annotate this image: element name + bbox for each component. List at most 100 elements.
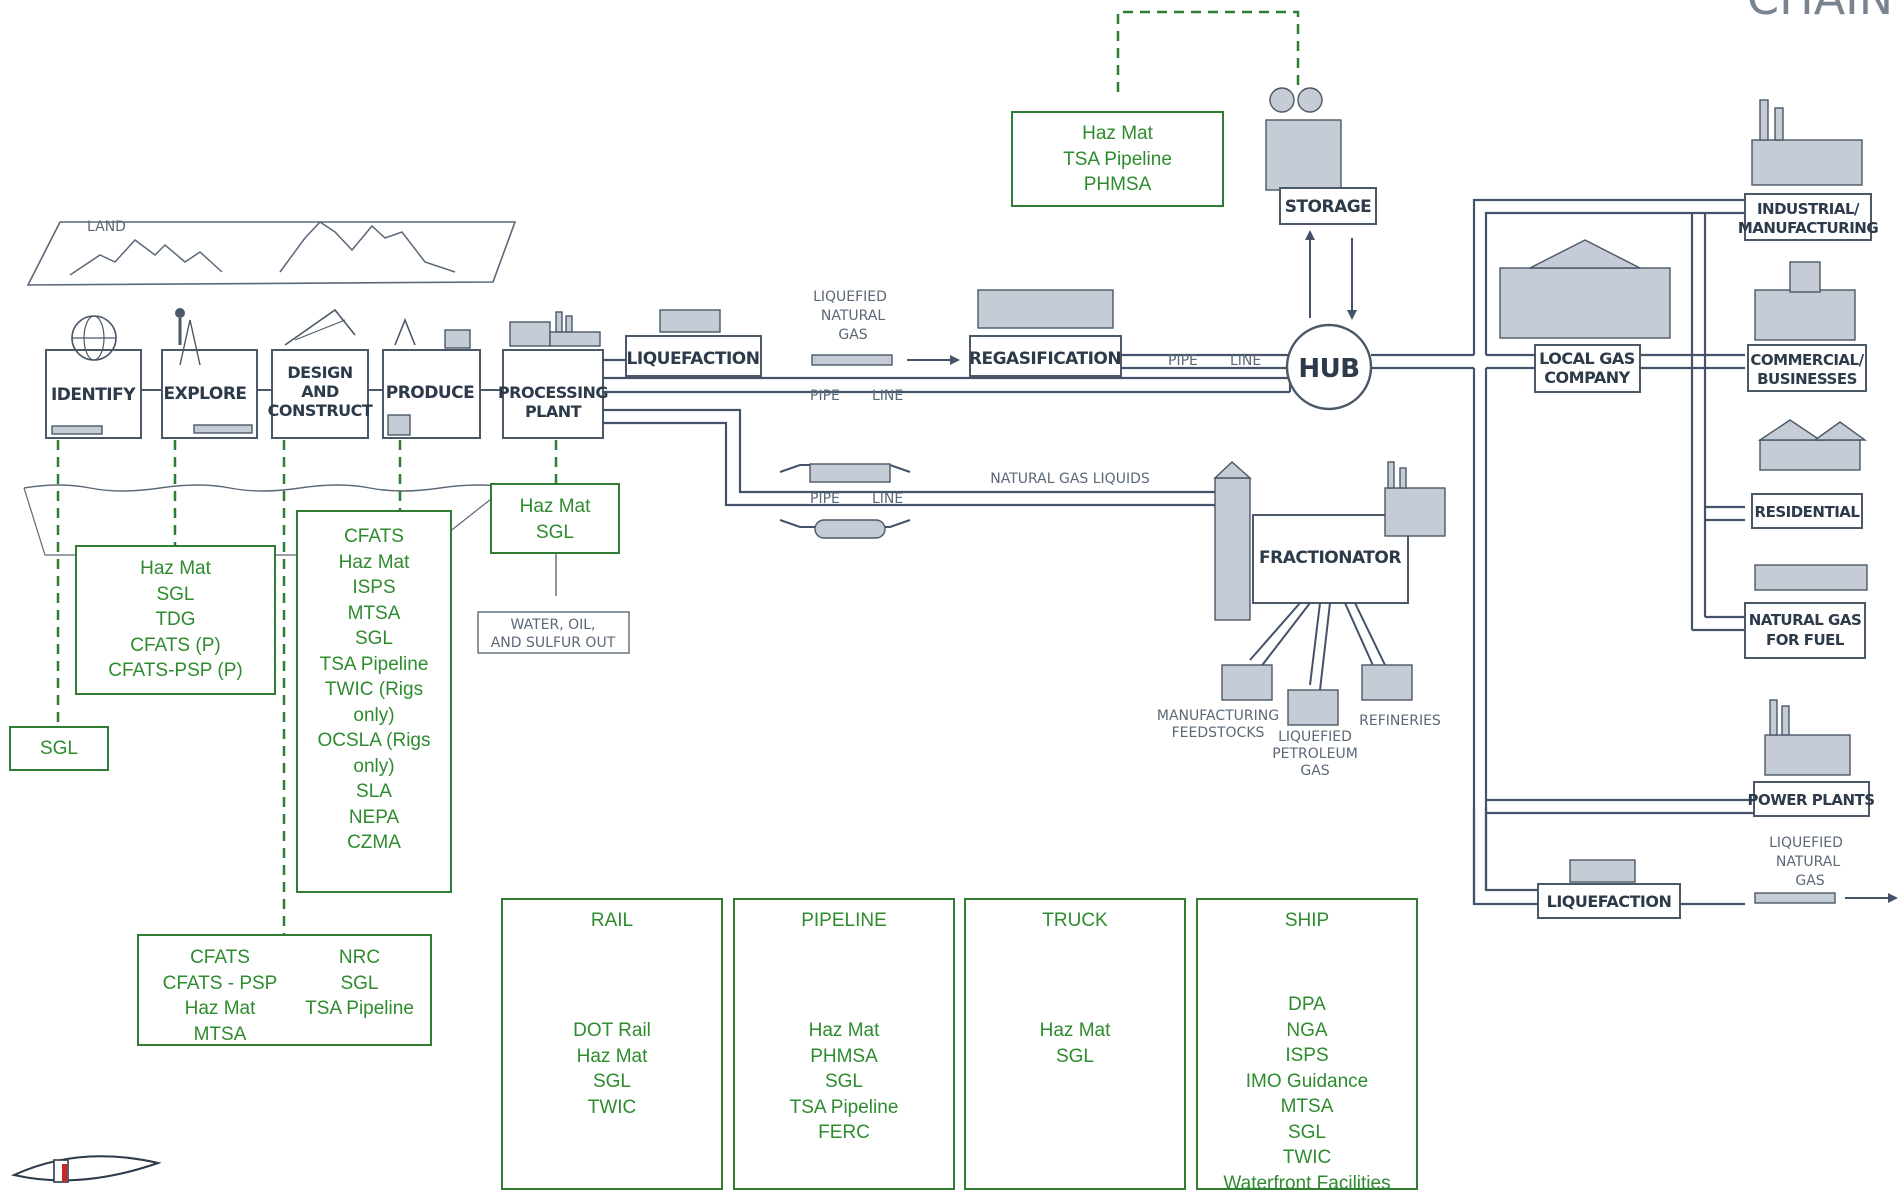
- commercial-label-1: COMMERCIAL/: [1750, 351, 1864, 369]
- design-reg-1: CFATS: [298, 524, 450, 550]
- design-reg-4: MTSA: [298, 601, 450, 627]
- lpg-icon: [1288, 690, 1338, 725]
- node-local-gas: LOCAL GAS COMPANY: [1500, 240, 1670, 392]
- lng-top-label-3: GAS: [838, 327, 867, 343]
- lng-right-label-2: NATURAL: [1776, 854, 1840, 870]
- pipe-word-b: LINE: [1230, 353, 1261, 369]
- identify-label: IDENTIFY: [51, 385, 136, 405]
- design-reg-10: only): [298, 754, 450, 780]
- design-reg-2: Haz Mat: [298, 550, 450, 576]
- ng-fuel-label-1: NATURAL GAS: [1749, 611, 1862, 629]
- node-regasification: REGASIFICATION: [969, 290, 1121, 376]
- identify-reg-1: SGL: [11, 736, 107, 762]
- ngl-label: NATURAL GAS LIQUIDS: [990, 471, 1150, 487]
- node-produce: PRODUCE: [383, 320, 480, 438]
- design-reg-9: OCSLA (Rigs: [298, 728, 450, 754]
- explore-reg-2: SGL: [77, 582, 274, 608]
- ship-reg-3: ISPS: [1198, 1043, 1416, 1069]
- regasification-label: REGASIFICATION: [969, 349, 1121, 369]
- processing-reg-1: Haz Mat: [492, 494, 618, 520]
- storage-reg-3: PHMSA: [1013, 172, 1222, 198]
- produce-label: PRODUCE: [386, 383, 475, 403]
- design-bottom-reg-4: MTSA: [139, 1022, 301, 1048]
- truck-reg-1: Haz Mat: [966, 1018, 1184, 1044]
- node-ng-fuel: NATURAL GAS FOR FUEL: [1745, 565, 1867, 658]
- processing-reg-2: SGL: [492, 520, 618, 546]
- design-bottom-reg-2: CFATS - PSP: [139, 971, 301, 997]
- local-gas-label-2: COMPANY: [1544, 368, 1630, 387]
- design-bottom-reg-5: NRC: [287, 945, 432, 971]
- node-industrial: INDUSTRIAL/ MANUFACTURING: [1738, 100, 1879, 240]
- pipe-word-b-2: LINE: [872, 388, 903, 404]
- lng-right-label-1: LIQUEFIED: [1769, 835, 1843, 851]
- explore-reg-4: CFATS (P): [77, 633, 274, 659]
- node-commercial: COMMERCIAL/ BUSINESSES: [1748, 262, 1866, 391]
- node-liquefaction: LIQUEFACTION: [626, 310, 761, 376]
- processing-label-2: PLANT: [525, 402, 582, 421]
- design-reg-7: TWIC (Rigs: [298, 677, 450, 703]
- node-explore: EXPLORE: [162, 308, 257, 438]
- pipeline-title: PIPELINE: [735, 910, 953, 932]
- design-bottom-left-column: CFATS CFATS - PSP Haz Mat MTSA: [139, 945, 301, 1047]
- residential-label: RESIDENTIAL: [1755, 503, 1861, 521]
- pipe-word-b-3: LINE: [872, 491, 903, 507]
- ng-fuel-label-2: FOR FUEL: [1766, 631, 1845, 649]
- design-bottom-right-column: NRC SGL TSA Pipeline: [287, 945, 432, 1022]
- storage-regulations: Haz Mat TSA Pipeline PHMSA: [1011, 111, 1224, 207]
- mfg-feedstocks-label-1: MANUFACTURING: [1157, 708, 1279, 724]
- corner-title: CHAIN: [1747, 0, 1893, 25]
- lng-right-arrowhead: [1888, 893, 1898, 903]
- design-reg-8: only): [298, 703, 450, 729]
- explore-reg-3: TDG: [77, 607, 274, 633]
- rail-reg-2: Haz Mat: [503, 1044, 721, 1070]
- pipeline-reg-3: SGL: [735, 1069, 953, 1095]
- logo: [14, 1156, 158, 1182]
- node-design: DESIGN AND CONSTRUCT: [268, 310, 373, 438]
- lpg-label-2: PETROLEUM: [1272, 746, 1358, 762]
- explore-reg-1: Haz Mat: [77, 556, 274, 582]
- node-residential: RESIDENTIAL: [1752, 420, 1865, 528]
- water-line: [24, 485, 510, 491]
- lng-right-ship-icon: [1755, 893, 1835, 903]
- design-bottom-reg-6: SGL: [287, 971, 432, 997]
- processing-label-1: PROCESSING: [498, 383, 608, 402]
- node-processing: PROCESSING PLANT: [498, 312, 608, 438]
- storage-hub-arrows: [1310, 238, 1352, 318]
- storage-reg-2: TSA Pipeline: [1013, 147, 1222, 173]
- ship-reg-5: MTSA: [1198, 1094, 1416, 1120]
- design-label-2: AND: [301, 382, 339, 401]
- storage-label: STORAGE: [1285, 197, 1372, 217]
- pipeline-reg-1: Haz Mat: [735, 1018, 953, 1044]
- water-out-label-2: AND SULFUR OUT: [491, 635, 616, 651]
- design-bottom-reg-1: CFATS: [139, 945, 301, 971]
- liquefaction-2-label: LIQUEFACTION: [1547, 892, 1672, 911]
- pipeline-reg-5: FERC: [735, 1120, 953, 1146]
- design-reg-13: CZMA: [298, 830, 450, 856]
- transport-ship: SHIP DPA NGA ISPS IMO Guidance MTSA SGL …: [1196, 898, 1418, 1190]
- ship-reg-6: SGL: [1198, 1120, 1416, 1146]
- mfg-feedstocks-icon: [1222, 665, 1272, 700]
- regas-to-hub: [1121, 355, 1290, 368]
- explore-label: EXPLORE: [163, 384, 246, 404]
- lpg-label-1: LIQUEFIED: [1278, 729, 1352, 745]
- refineries-icon: [1362, 665, 1412, 700]
- pipeline-reg-4: TSA Pipeline: [735, 1095, 953, 1121]
- liquefaction-label: LIQUEFACTION: [627, 349, 760, 369]
- fractionator-label: FRACTIONATOR: [1259, 548, 1401, 568]
- lng-top-label-1: LIQUEFIED: [813, 289, 887, 305]
- design-reg-5: SGL: [298, 626, 450, 652]
- ship-title: SHIP: [1198, 910, 1416, 932]
- design-label-1: DESIGN: [287, 363, 352, 382]
- explore-reg-5: CFATS-PSP (P): [77, 658, 274, 684]
- ship-reg-4: IMO Guidance: [1198, 1069, 1416, 1095]
- design-bottom-reg-3: Haz Mat: [139, 996, 301, 1022]
- storage-up-arrowhead: [1305, 230, 1315, 240]
- node-power: POWER PLANTS: [1747, 700, 1874, 816]
- lpg-label-3: GAS: [1300, 763, 1329, 779]
- lng-top-label-2: NATURAL: [821, 308, 885, 324]
- commercial-label-2: BUSINESSES: [1757, 370, 1857, 388]
- design-reg-11: SLA: [298, 779, 450, 805]
- transport-rail: RAIL DOT Rail Haz Mat SGL TWIC: [501, 898, 723, 1190]
- node-identify: IDENTIFY: [46, 316, 141, 438]
